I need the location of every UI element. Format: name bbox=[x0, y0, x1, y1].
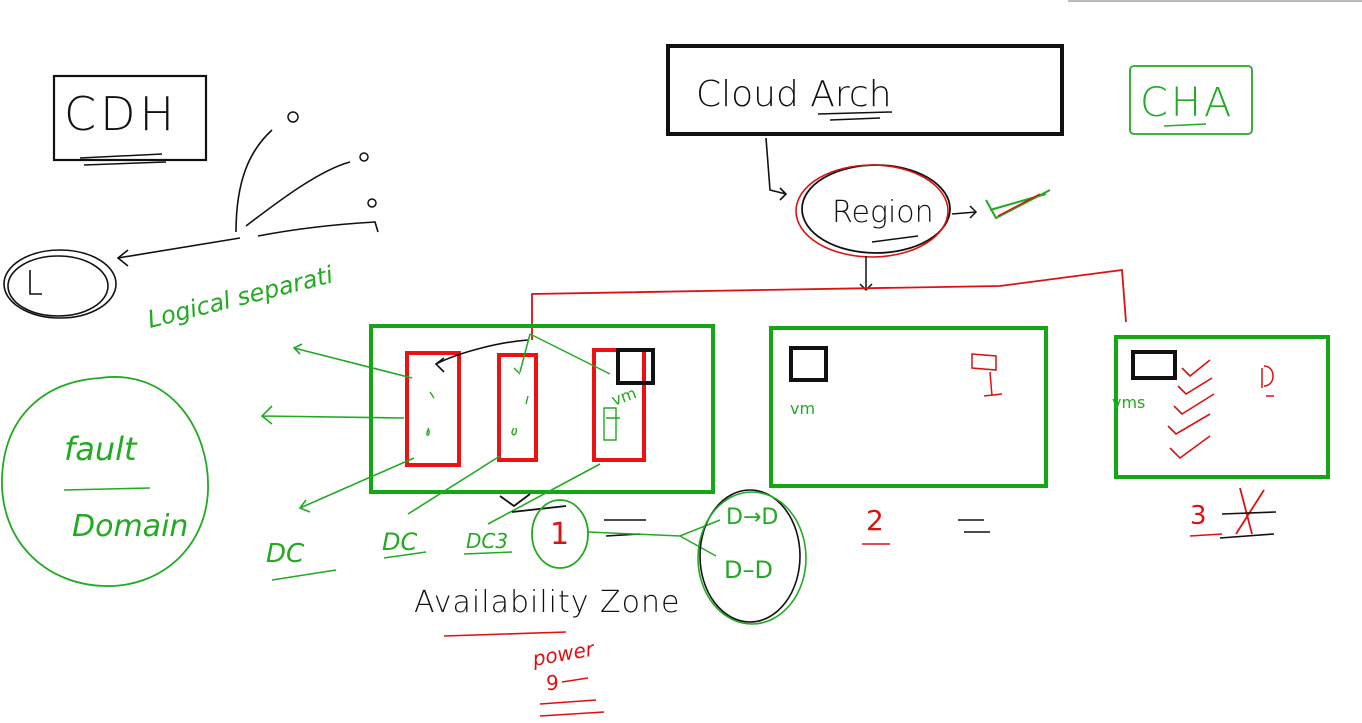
az3-checkmarks bbox=[1167, 359, 1215, 460]
region-underline bbox=[871, 235, 919, 243]
az2-red-mark bbox=[971, 353, 1003, 397]
left-arrows bbox=[260, 343, 601, 525]
availability-zone-3: vms bbox=[1112, 335, 1330, 479]
d-to-d-circle-black bbox=[699, 489, 801, 623]
dc2-underline bbox=[383, 551, 427, 559]
region-label: Region bbox=[832, 195, 934, 230]
region-pointer bbox=[951, 205, 978, 219]
az1-number-circle bbox=[531, 499, 589, 569]
dc3-underline bbox=[463, 551, 513, 555]
region-checkmark-red bbox=[997, 193, 1041, 217]
az3-cross-icon bbox=[1235, 487, 1265, 535]
az3-red-mark bbox=[1261, 365, 1274, 397]
cha-label: CHA bbox=[1140, 80, 1234, 126]
region-node: Region bbox=[795, 164, 978, 258]
az1-check-icon bbox=[499, 493, 567, 513]
cloud-arch-title: Cloud Arch bbox=[666, 44, 1064, 136]
branch-dots bbox=[287, 111, 377, 208]
az2-vm-square bbox=[789, 346, 828, 382]
dc3-label: DC3 bbox=[466, 529, 508, 553]
availability-zone-underline bbox=[443, 631, 567, 637]
availability-zone-label: Availability Zone bbox=[414, 585, 680, 620]
az-connector-bracket bbox=[531, 268, 1127, 340]
power-label: power bbox=[530, 636, 598, 671]
az3-vm-square bbox=[1131, 350, 1177, 380]
fault-domain-line1: fault bbox=[64, 430, 138, 468]
az2-number: 2 bbox=[866, 504, 884, 537]
cdh-underline bbox=[79, 153, 167, 166]
d-to-d-line2: D–D bbox=[724, 556, 773, 584]
az1-dc2-box bbox=[497, 353, 538, 462]
az1-to-dd-link bbox=[587, 519, 721, 557]
az3-box bbox=[1114, 335, 1330, 479]
availability-zone-2: vm bbox=[769, 326, 1048, 488]
cdh-box bbox=[52, 74, 208, 162]
az3-vm-label: vms bbox=[1112, 393, 1145, 412]
fault-domain-line2: Domain bbox=[72, 509, 188, 544]
power-underlines bbox=[539, 677, 605, 717]
region-down-arrow bbox=[859, 256, 873, 292]
az1-inner-arrow bbox=[434, 339, 529, 373]
az1-vm-label: vm bbox=[609, 383, 639, 409]
fault-domain-note: fault Domain bbox=[1, 376, 209, 587]
availability-zone-1: vm bbox=[369, 324, 715, 494]
dc1-underline bbox=[271, 569, 337, 581]
cloud-arch-underline bbox=[817, 111, 893, 121]
cloud-arch-label: Cloud Arch bbox=[696, 74, 892, 115]
power-sub-label: 9 bbox=[546, 671, 559, 695]
dc2-label: DC bbox=[382, 528, 417, 556]
az1-green-fan bbox=[519, 333, 611, 375]
az3-strike bbox=[1219, 511, 1277, 539]
region-checkmark-icon bbox=[985, 189, 1051, 220]
d-to-d-note: D→D D–D bbox=[697, 489, 807, 625]
cdh-label: CDH bbox=[64, 87, 178, 141]
region-oval-red bbox=[795, 164, 949, 258]
small-oval bbox=[3, 249, 117, 319]
az1-number: 1 bbox=[550, 517, 569, 552]
az1-dc1-box bbox=[405, 351, 461, 467]
d-to-d-circle-green bbox=[697, 491, 807, 625]
logical-separation-label: Logical separati bbox=[145, 261, 336, 334]
d-to-d-line1: D→D bbox=[726, 505, 778, 530]
cha-underline bbox=[1163, 123, 1207, 127]
az1-box bbox=[369, 324, 715, 494]
az2-vm-label: vm bbox=[790, 399, 815, 418]
cha-note: CHA bbox=[1129, 65, 1253, 135]
dc1-label: DC bbox=[266, 539, 305, 569]
az1-vm-square bbox=[616, 348, 655, 385]
az3-number: 3 bbox=[1190, 501, 1207, 531]
fault-domain-circle bbox=[1, 376, 209, 587]
az2-box bbox=[769, 326, 1048, 488]
fault-domain-divider bbox=[63, 487, 151, 491]
az3-number-underline bbox=[1189, 533, 1223, 537]
az2-equals bbox=[958, 519, 990, 533]
cdh-note: CDH bbox=[52, 74, 208, 166]
cloud-arch-box bbox=[666, 44, 1064, 136]
arch-to-region-arrow bbox=[765, 137, 788, 201]
cha-box bbox=[1129, 65, 1253, 135]
az1-dc-marks bbox=[426, 367, 620, 441]
branch-lines bbox=[116, 129, 379, 267]
